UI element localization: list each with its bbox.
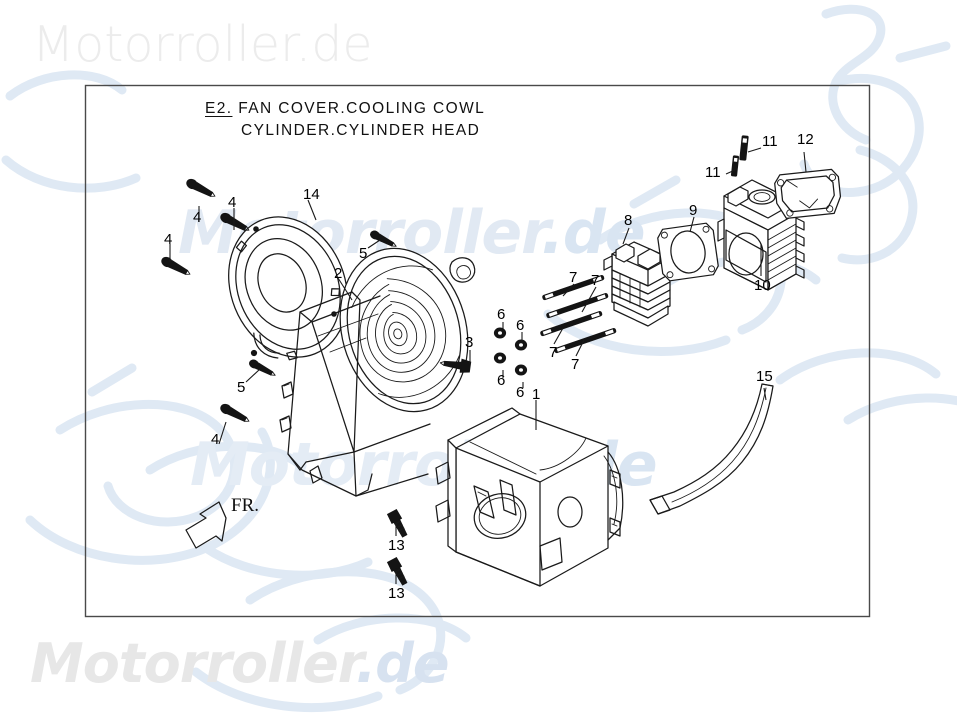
nut-6-b — [514, 339, 528, 351]
callout-4-d: 4 — [211, 431, 220, 448]
direction-arrow-fr — [185, 501, 227, 549]
callout-4-b: 4 — [228, 194, 237, 211]
part-10-cylinder — [717, 179, 805, 291]
callout-2: 2 — [334, 265, 343, 282]
part-3-bolt — [439, 358, 472, 373]
callout-15: 15 — [756, 368, 773, 385]
screw-4-d — [220, 403, 250, 422]
bolt-13-b — [386, 556, 408, 586]
diagram-title: E2. FAN COVER.COOLING COWL CYLINDER.CYLI… — [205, 98, 485, 142]
fr-direction-label: FR. — [231, 495, 259, 516]
part-5-screws — [249, 230, 397, 376]
callout-6-d: 6 — [516, 384, 525, 401]
callout-1: 1 — [532, 386, 541, 403]
screw-5-b — [249, 359, 276, 376]
callout-7-d: 7 — [571, 356, 580, 373]
callout-8: 8 — [624, 212, 633, 229]
dowel-pin-11-a — [739, 135, 749, 161]
part-14-fan-cover — [228, 216, 348, 361]
dowel-pin-11-b — [730, 155, 740, 177]
title-line-2: CYLINDER.CYLINDER HEAD — [241, 122, 481, 139]
part-6-nuts — [493, 327, 528, 376]
title-line-1: FAN COVER.COOLING COWL — [238, 100, 486, 117]
part-12-valve-cover-gasket — [774, 168, 842, 220]
screw-4-b — [220, 212, 250, 231]
callout-11-b: 11 — [705, 164, 721, 181]
stud-7-c — [540, 311, 603, 337]
title-code: E2. — [205, 100, 233, 117]
nut-6-d — [514, 364, 528, 376]
callout-13-a: 13 — [388, 537, 405, 554]
callout-4-c: 4 — [164, 231, 173, 248]
part-8-cylinder-head — [603, 241, 671, 327]
callout-7-a: 7 — [569, 269, 578, 286]
part-7-studs — [540, 275, 617, 354]
callout-14: 14 — [303, 186, 320, 203]
nut-6-c — [493, 352, 507, 364]
part-9-head-gasket — [657, 222, 719, 282]
callout-6-a: 6 — [497, 306, 506, 323]
part-1-cylinder-head-shroud — [435, 407, 624, 587]
stud-7-b — [546, 293, 609, 319]
part-4-screws — [161, 178, 250, 422]
nut-6-a — [493, 327, 507, 339]
drawing-frame — [84, 84, 871, 618]
callout-6-b: 6 — [516, 317, 525, 334]
callout-4-a: 4 — [193, 209, 202, 226]
bolt-13-a — [386, 508, 408, 538]
leader-lines — [169, 147, 807, 584]
screw-4-a — [186, 178, 216, 197]
screw-5-a — [370, 230, 397, 247]
callout-7-c: 7 — [549, 344, 558, 361]
part-15-air-duct — [649, 383, 774, 515]
stud-7-a — [542, 275, 605, 301]
callout-11-a: 11 — [762, 133, 778, 150]
callout-3: 3 — [465, 334, 474, 351]
callout-5-a: 5 — [359, 245, 368, 262]
screw-4-c — [161, 256, 191, 275]
part-2-cooling-cowl — [279, 247, 476, 497]
callout-12: 12 — [797, 131, 814, 148]
callout-5-b: 5 — [237, 379, 246, 396]
watermark-header: Motorroller.de — [32, 16, 373, 73]
callout-10: 10 — [754, 277, 771, 294]
stud-7-d — [554, 328, 617, 354]
callout-6-c: 6 — [497, 372, 506, 389]
callout-9: 9 — [689, 202, 698, 219]
part-13-bolts — [386, 508, 408, 586]
watermark-footer: Motorroller.de — [30, 632, 449, 695]
callout-7-b: 7 — [591, 272, 600, 289]
callout-13-b: 13 — [388, 585, 405, 602]
